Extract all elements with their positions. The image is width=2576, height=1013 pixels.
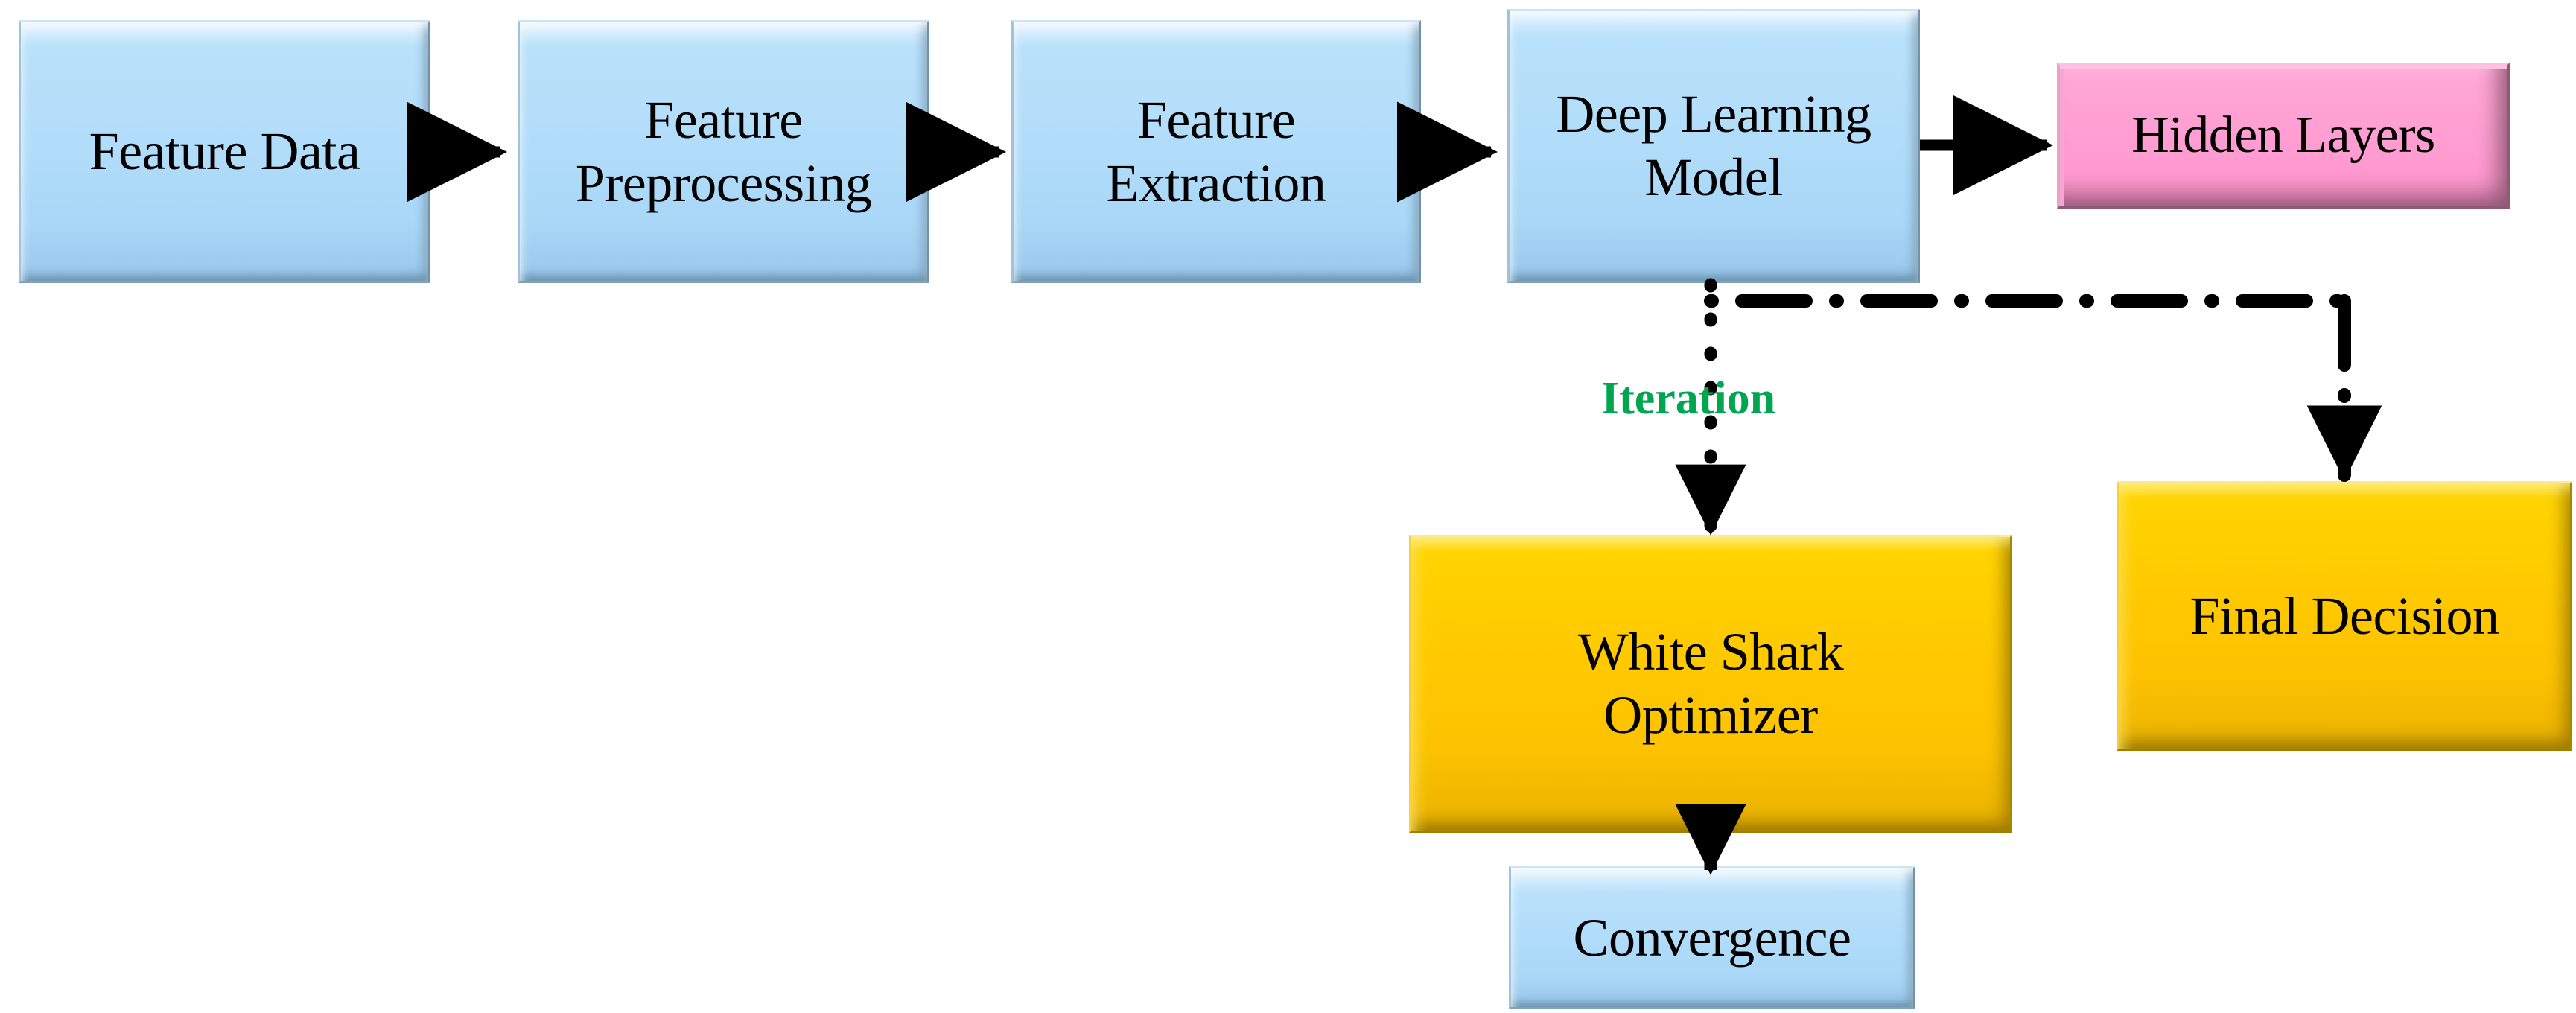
edge-model-to-final-decision-dashdot bbox=[1704, 294, 2382, 482]
edge-label-iteration: Iteration bbox=[1601, 373, 1776, 424]
node-hidden-layers[interactable]: Hidden Layers bbox=[2057, 63, 2510, 209]
node-label-feature-preprocessing: Feature Preprocessing bbox=[575, 89, 872, 213]
node-label-hidden-layers: Hidden Layers bbox=[2131, 106, 2435, 164]
node-label-white-shark-optimizer: White Shark Optimizer bbox=[1577, 622, 1844, 745]
node-final-decision[interactable]: Final Decision bbox=[2117, 481, 2572, 751]
node-label-feature-data: Feature Data bbox=[89, 121, 360, 182]
node-white-shark-optimizer[interactable]: White Shark Optimizer bbox=[1409, 535, 2012, 833]
node-deep-learning-model[interactable]: Deep Learning Model bbox=[1507, 9, 1920, 283]
node-label-convergence: Convergence bbox=[1573, 907, 1851, 968]
node-feature-data[interactable]: Feature Data bbox=[19, 20, 430, 283]
node-label-feature-extraction: Feature Extraction bbox=[1106, 89, 1326, 213]
node-convergence[interactable]: Convergence bbox=[1509, 866, 1915, 1009]
node-feature-preprocessing[interactable]: Feature Preprocessing bbox=[518, 20, 929, 283]
node-feature-extraction[interactable]: Feature Extraction bbox=[1011, 20, 1421, 283]
node-label-final-decision: Final Decision bbox=[2189, 585, 2499, 646]
node-label-deep-learning-model: Deep Learning Model bbox=[1556, 84, 1871, 207]
